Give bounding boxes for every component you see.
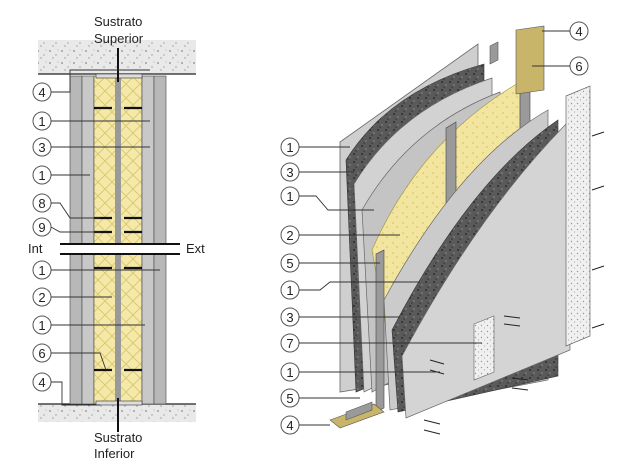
svg-text:3: 3	[286, 310, 293, 325]
svg-text:1: 1	[286, 283, 293, 298]
right-exploded-view	[329, 25, 605, 435]
svg-text:1: 1	[38, 168, 45, 183]
svg-text:1: 1	[286, 140, 293, 155]
left-callout: 8	[32, 193, 100, 219]
bottom-substrate-label-1: Sustrato	[94, 430, 142, 445]
left-section: Sustrato Superior Sustrato Inferior Int …	[28, 14, 205, 461]
left-callout: 4	[32, 69, 150, 102]
right-callout: 6	[532, 56, 589, 76]
top-substrate-label-2: Superior	[94, 31, 144, 46]
left-callouts: 4 1 3 1 8 9 1 2 1 6 4	[32, 69, 160, 406]
right-callout: 3	[280, 307, 400, 327]
right-callout: 1	[280, 186, 374, 211]
svg-text:2: 2	[38, 290, 45, 305]
svg-text:4: 4	[575, 24, 582, 39]
right-callout: 1	[280, 137, 350, 157]
right-callout: 4	[280, 415, 330, 435]
left-callout: 4	[32, 372, 100, 406]
right-callouts: 1 3 1 2 5 1 3 7 1 5 4 4 6	[280, 21, 589, 435]
left-callout: 2	[32, 287, 112, 307]
svg-text:1: 1	[38, 263, 45, 278]
left-callout: 1	[32, 260, 160, 280]
svg-text:1: 1	[286, 189, 293, 204]
svg-text:9: 9	[38, 220, 45, 235]
left-callout: 1	[32, 165, 90, 185]
svg-text:4: 4	[286, 418, 293, 433]
svg-text:1: 1	[286, 365, 293, 380]
right-callout: 1	[280, 280, 420, 300]
wall-section-lower	[69, 253, 167, 406]
right-callout: 2	[280, 225, 400, 245]
svg-text:5: 5	[286, 391, 293, 406]
svg-text:7: 7	[286, 336, 293, 351]
steel-stud	[375, 249, 385, 413]
right-callout: 7	[280, 333, 482, 353]
svg-text:1: 1	[38, 318, 45, 333]
svg-text:4: 4	[38, 85, 45, 100]
svg-text:6: 6	[38, 346, 45, 361]
top-track	[515, 25, 545, 95]
left-callout: 9	[32, 217, 100, 237]
svg-text:1: 1	[38, 114, 45, 129]
right-callout: 1	[280, 362, 440, 382]
top-substrate-label-1: Sustrato	[94, 14, 142, 29]
svg-text:2: 2	[286, 228, 293, 243]
right-callout: 5	[280, 388, 360, 408]
fasteners-right	[423, 131, 605, 435]
svg-text:3: 3	[38, 140, 45, 155]
svg-text:8: 8	[38, 196, 45, 211]
outer-panel	[565, 85, 591, 347]
left-callout: 1	[32, 111, 150, 131]
left-callout: 3	[32, 137, 150, 157]
right-callout: 5	[280, 253, 380, 273]
exterior-label: Ext	[186, 241, 205, 256]
svg-text:4: 4	[38, 375, 45, 390]
left-callout: 6	[32, 343, 107, 371]
svg-text:6: 6	[575, 59, 582, 74]
bottom-substrate-label-2: Inferior	[94, 446, 135, 461]
right-callout: 3	[280, 162, 354, 182]
interior-label: Int	[28, 241, 43, 256]
left-callout: 1	[32, 315, 145, 335]
right-callout: 4	[542, 21, 589, 41]
svg-text:3: 3	[286, 165, 293, 180]
wall-section-upper	[69, 73, 167, 245]
foam-strip	[473, 315, 495, 381]
svg-text:5: 5	[286, 256, 293, 271]
